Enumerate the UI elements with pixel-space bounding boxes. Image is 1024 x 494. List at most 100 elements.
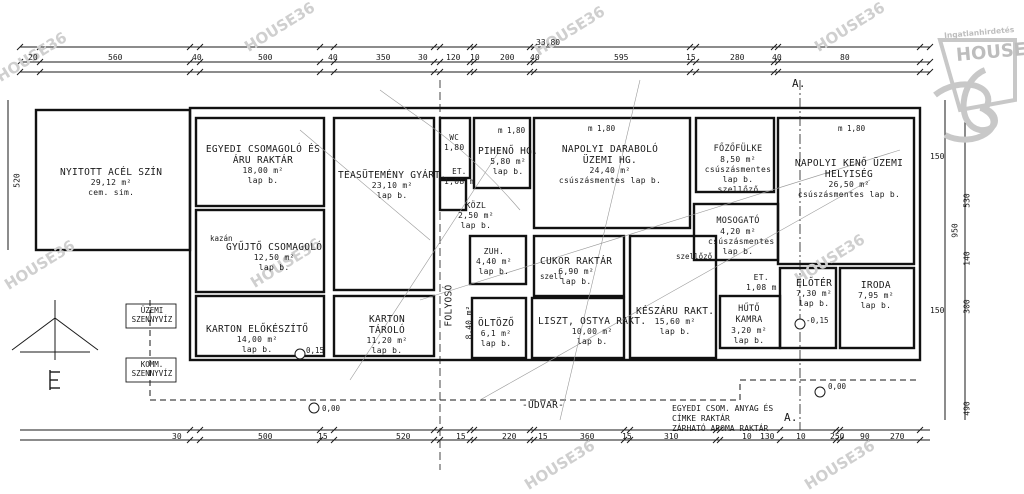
dimension-tick [916,436,924,444]
dimension-tick [470,426,478,434]
dimension-tick [692,58,700,66]
sketch-line-4 [559,79,641,421]
dimension-tick [316,43,324,51]
dimension-tick [186,58,194,66]
dimension-tick [470,43,478,51]
dimension-tick [330,58,338,66]
dimension-tick [626,436,634,444]
room-area: 23,10 m² [371,181,413,190]
section-a-top: A. [792,77,806,90]
dimension-tick [186,43,194,51]
top-dim-label: 20 [28,53,38,62]
room-wall-b [194,208,326,294]
dimension-tick [430,426,438,434]
room-floor: cem. sim. [88,188,135,197]
dimension-tick [466,68,474,76]
bottom-dim-label: 10 [796,432,806,441]
room-floor: lap b. [460,221,492,230]
room-wall-c [194,294,326,358]
room-open-shed: NYITOTT ACÉL SZÍN 29,12 m² cem. sim. [60,167,162,198]
top-dim-label: 40 [328,53,338,62]
dimension-tick [16,43,24,51]
dimension-tick [330,436,338,444]
dimension-tick [686,43,694,51]
dimension-tick [430,43,438,51]
top-dim-label: 10 [470,53,480,62]
side-dim-label: 140 [962,251,972,266]
dimension-tick [926,43,934,51]
dimension-tick [530,436,538,444]
room-floor: csúszásmentes lap b. [797,190,901,199]
room-area: 14,00 m² [236,335,278,344]
dimension-tick [466,58,474,66]
dimension-tick [776,436,784,444]
dimension-tick [776,426,784,434]
dimension-tick [196,436,204,444]
top-dim-label: 120 [446,53,461,62]
dimension-tick [712,436,720,444]
dimension-tick [530,68,538,76]
bottom-dim-label: 30 [172,432,182,441]
dimension-tick [832,436,840,444]
room-kitchenette: FŐZŐFÜLKE 8,50 m² csúszásmentes lap b. s… [700,144,776,195]
dimension-tick [774,68,782,76]
side-dim-label: 490 [962,401,972,416]
room-corridor-small: KÖZL 2,50 m² lap b. [458,200,494,231]
room-et-2: ET. 1,08 m [746,272,777,293]
top-dim-label: 350 [376,53,391,62]
room-wall-e [332,294,436,358]
top-dim-label: 40 [772,53,782,62]
room-floor: csúszásmentes lap b. [708,237,775,256]
room-floor: lap b. [576,337,608,346]
room-area: 26,50 m² [828,180,870,189]
sketch-line-5 [299,129,431,241]
dimension-tick [470,436,478,444]
dimension-tick [686,58,694,66]
dimension-tick [196,43,204,51]
top-dim-label: 40 [192,53,202,62]
room-wall-a [194,116,326,208]
sketch-line-2 [419,149,901,301]
dimension-tick [530,426,538,434]
room-wall-r [778,266,838,350]
room-area: 2,50 m² [458,211,494,220]
room-area: 11,20 m² [366,336,408,345]
storage-note-3: ZÁRHATÓ AROMA RAKTÁR [672,424,769,433]
top-dim-label: 280 [730,53,745,62]
dimension-tick [470,68,478,76]
level-marker-1 [294,348,306,360]
total-width-label: 33,80 [536,38,561,47]
room-floor: lap b. [241,345,273,354]
room-name: NAPOLYI KENŐ ÜZEMI HELYISÉG [794,158,904,180]
dimension-tick [716,426,724,434]
dimension-tick [196,426,204,434]
side-dim-label: 150 [930,306,945,315]
room-name: LISZT, OSTYA RAKT. [538,316,647,327]
dimension-tick [526,426,534,434]
dimension-tick [916,58,924,66]
dimension-tick [436,43,444,51]
room-name: KÉSZÁRU RAKT. [636,306,715,317]
room-name: HŰTŐ KAMRA [735,304,763,325]
bottom-dim-label: 15 [538,432,548,441]
room-floor: lap b. [258,263,290,272]
room-floor: lap b. [376,191,408,200]
room-name: ET. [452,167,467,176]
dimension-tick [774,43,782,51]
room-flour-storage: LISZT, OSTYA RAKT. 10,00 m² lap b. [538,316,646,347]
dimension-tick [196,68,204,76]
dimension-tick [36,68,44,76]
top-dim-label: 15 [686,53,696,62]
top-dim-label: 500 [258,53,273,62]
section-a-bottom: A. [784,411,798,424]
room-area: 1,08 m [444,177,475,186]
level-label: 0,00 [322,404,341,413]
room-wall-j [776,116,916,266]
dimension-tick [526,68,534,76]
dimension-tick [620,426,628,434]
room-floor: csúszásmentes lap b. [558,176,662,185]
side-dim-label: 300 [962,299,972,314]
open-shed-outline [34,108,192,252]
room-name: ZUH. [483,247,505,256]
level-label: -0,15 [806,316,829,325]
